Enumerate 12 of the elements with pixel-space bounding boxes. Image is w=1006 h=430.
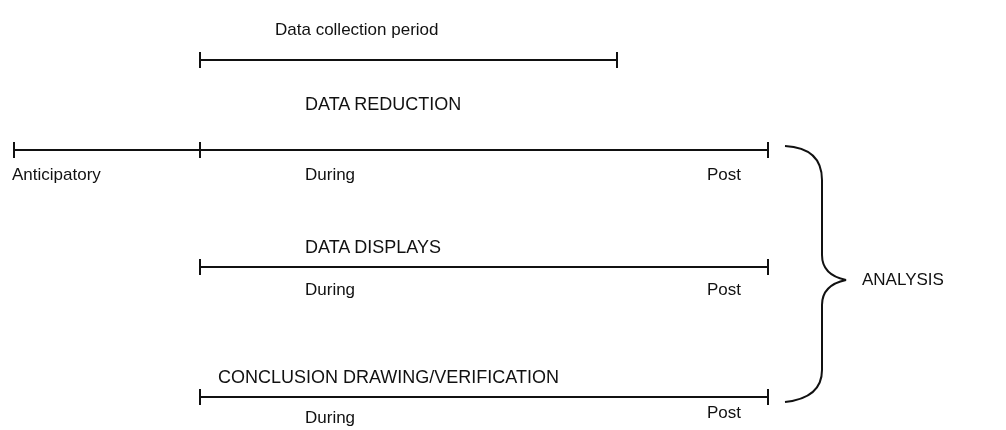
- phase-label: During: [305, 165, 356, 185]
- phase-label: Post: [707, 280, 742, 300]
- phase-label: Anticipatory: [12, 165, 101, 185]
- phase-label: Post: [707, 403, 742, 423]
- bar-title: DATA DISPLAYS: [305, 237, 442, 257]
- period-label: Data collection period: [275, 20, 439, 40]
- bar-title: DATA REDUCTION: [305, 94, 462, 114]
- phase-label: During: [305, 280, 356, 300]
- bar-title: CONCLUSION DRAWING/VERIFICATION: [218, 367, 559, 387]
- analysis-label: ANALYSIS: [862, 270, 944, 290]
- phase-label: During: [305, 408, 356, 428]
- phase-label: Post: [707, 165, 742, 185]
